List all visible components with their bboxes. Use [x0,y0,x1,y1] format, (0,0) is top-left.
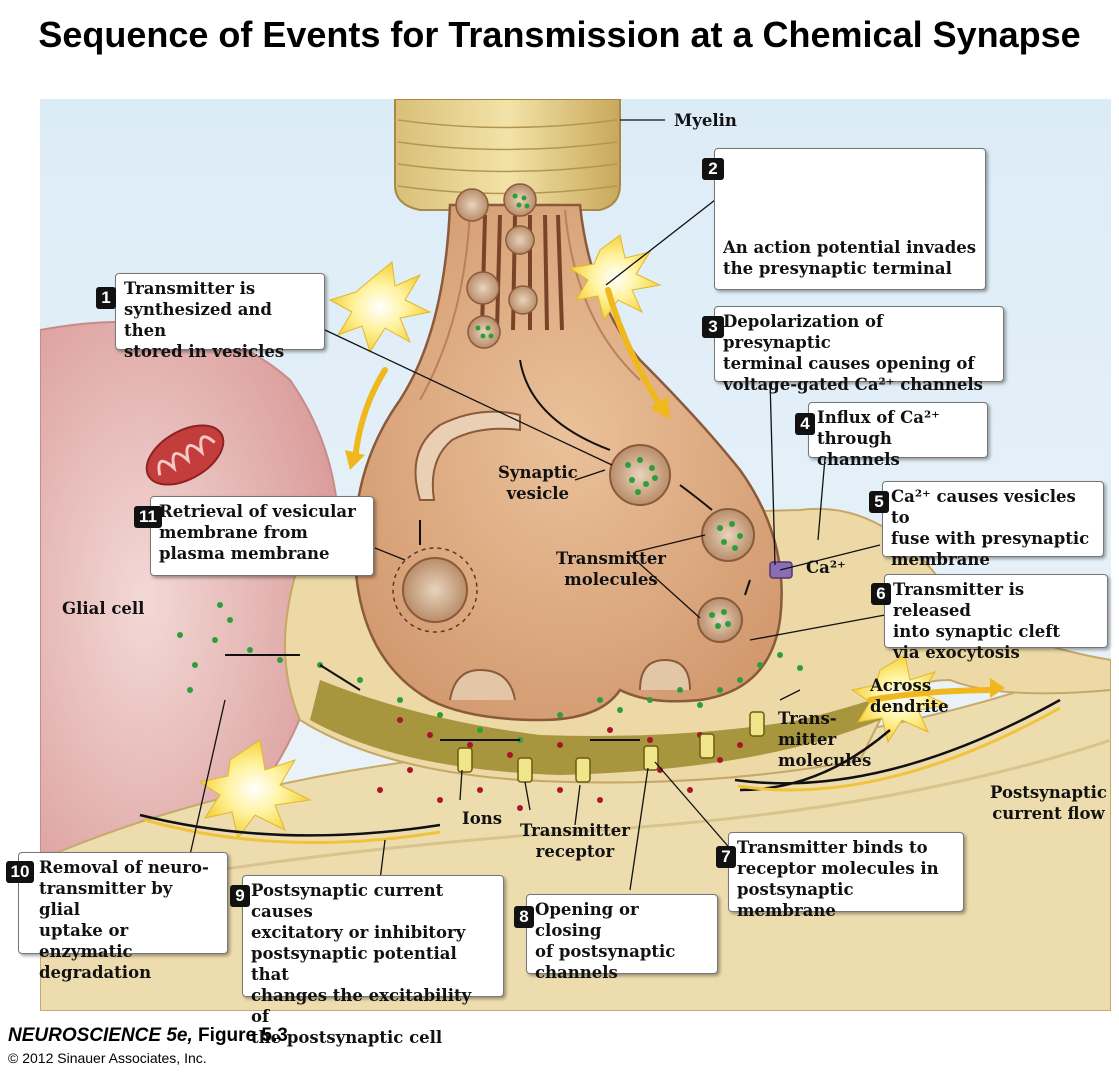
step-1-text: Transmitter is synthesized and then stor… [124,279,285,361]
label-ions: Ions [462,809,503,828]
step-2-text: An action potential invades the presynap… [723,238,977,278]
copyright: © 2012 Sinauer Associates, Inc. [8,1050,207,1066]
label-myelin: Myelin [674,111,737,130]
step-9-number: 9 [230,885,250,907]
book-title: NEUROSCIENCE 5e, [8,1025,193,1046]
step-9-text: Postsynaptic current causes excitatory o… [251,881,472,1047]
step-1-callout: Transmitter is synthesized and then stor… [115,273,325,361]
label-ca2: Ca²⁺ [806,558,846,577]
step-3-callout: Depolarization of presynaptic terminal c… [714,306,1004,394]
step-8-text: Opening or closing of postsynaptic chann… [535,900,676,982]
label-synaptic-vesicle: Synaptic vesicle [498,463,578,503]
step-11-text: Retrieval of vesicular membrane from pla… [159,502,356,563]
step-5-callout: Ca²⁺ causes vesicles to fuse with presyn… [882,481,1104,569]
step-10-number: 10 [6,861,34,883]
label-postsynaptic-current-flow: Postsynaptic current flow [990,783,1107,823]
label-transmitter-receptor: Transmitter receptor [520,821,630,861]
step-6-text: Transmitter is released into synaptic cl… [893,580,1060,662]
step-3-number: 3 [702,316,724,338]
step-1-number: 1 [96,287,116,309]
step-7-number: 7 [716,846,736,868]
label-glial-cell: Glial cell [62,599,145,618]
step-3-text: Depolarization of presynaptic terminal c… [723,312,983,394]
step-5-number: 5 [869,491,889,513]
step-11-callout: Retrieval of vesicular membrane from pla… [150,496,374,576]
label-trans-mitter-molecules: Trans- mitter molecules [778,709,872,770]
transmitter-dots [177,602,803,743]
page-title: Sequence of Events for Transmission at a… [38,14,1081,55]
step-7-callout: Transmitter binds to receptor molecules … [728,832,964,920]
step-2-number: 2 [702,158,724,180]
step-8-callout: Opening or closing of postsynaptic chann… [526,894,718,982]
step-4-number: 4 [795,413,815,435]
label-transmitter-molecules-center: Transmitter molecules [556,549,666,589]
step-9-callout: Postsynaptic current causes excitatory o… [242,875,504,1047]
step-6-callout: Transmitter is released into synaptic cl… [884,574,1108,662]
receptor-shapes [457,711,765,783]
step-2-callout: An action potential invades the presynap… [714,148,986,290]
step-6-number: 6 [871,583,891,605]
step-4-callout: Influx of Ca²⁺ through channels [808,402,988,469]
step-7-text: Transmitter binds to receptor molecules … [737,838,939,920]
step-4-text: Influx of Ca²⁺ through channels [817,408,940,469]
step-10-callout: Removal of neuro- transmitter by glial u… [18,852,228,982]
step-8-number: 8 [514,906,534,928]
label-across-dendrite: Across dendrite [870,676,949,716]
step-11-number: 11 [134,506,162,528]
step-5-text: Ca²⁺ causes vesicles to fuse with presyn… [891,487,1090,569]
step-10-text: Removal of neuro- transmitter by glial u… [39,858,209,982]
figure-credit: NEUROSCIENCE 5e, Figure 5.3 [8,1025,288,1047]
figure-number: Figure 5.3 [192,1025,288,1046]
